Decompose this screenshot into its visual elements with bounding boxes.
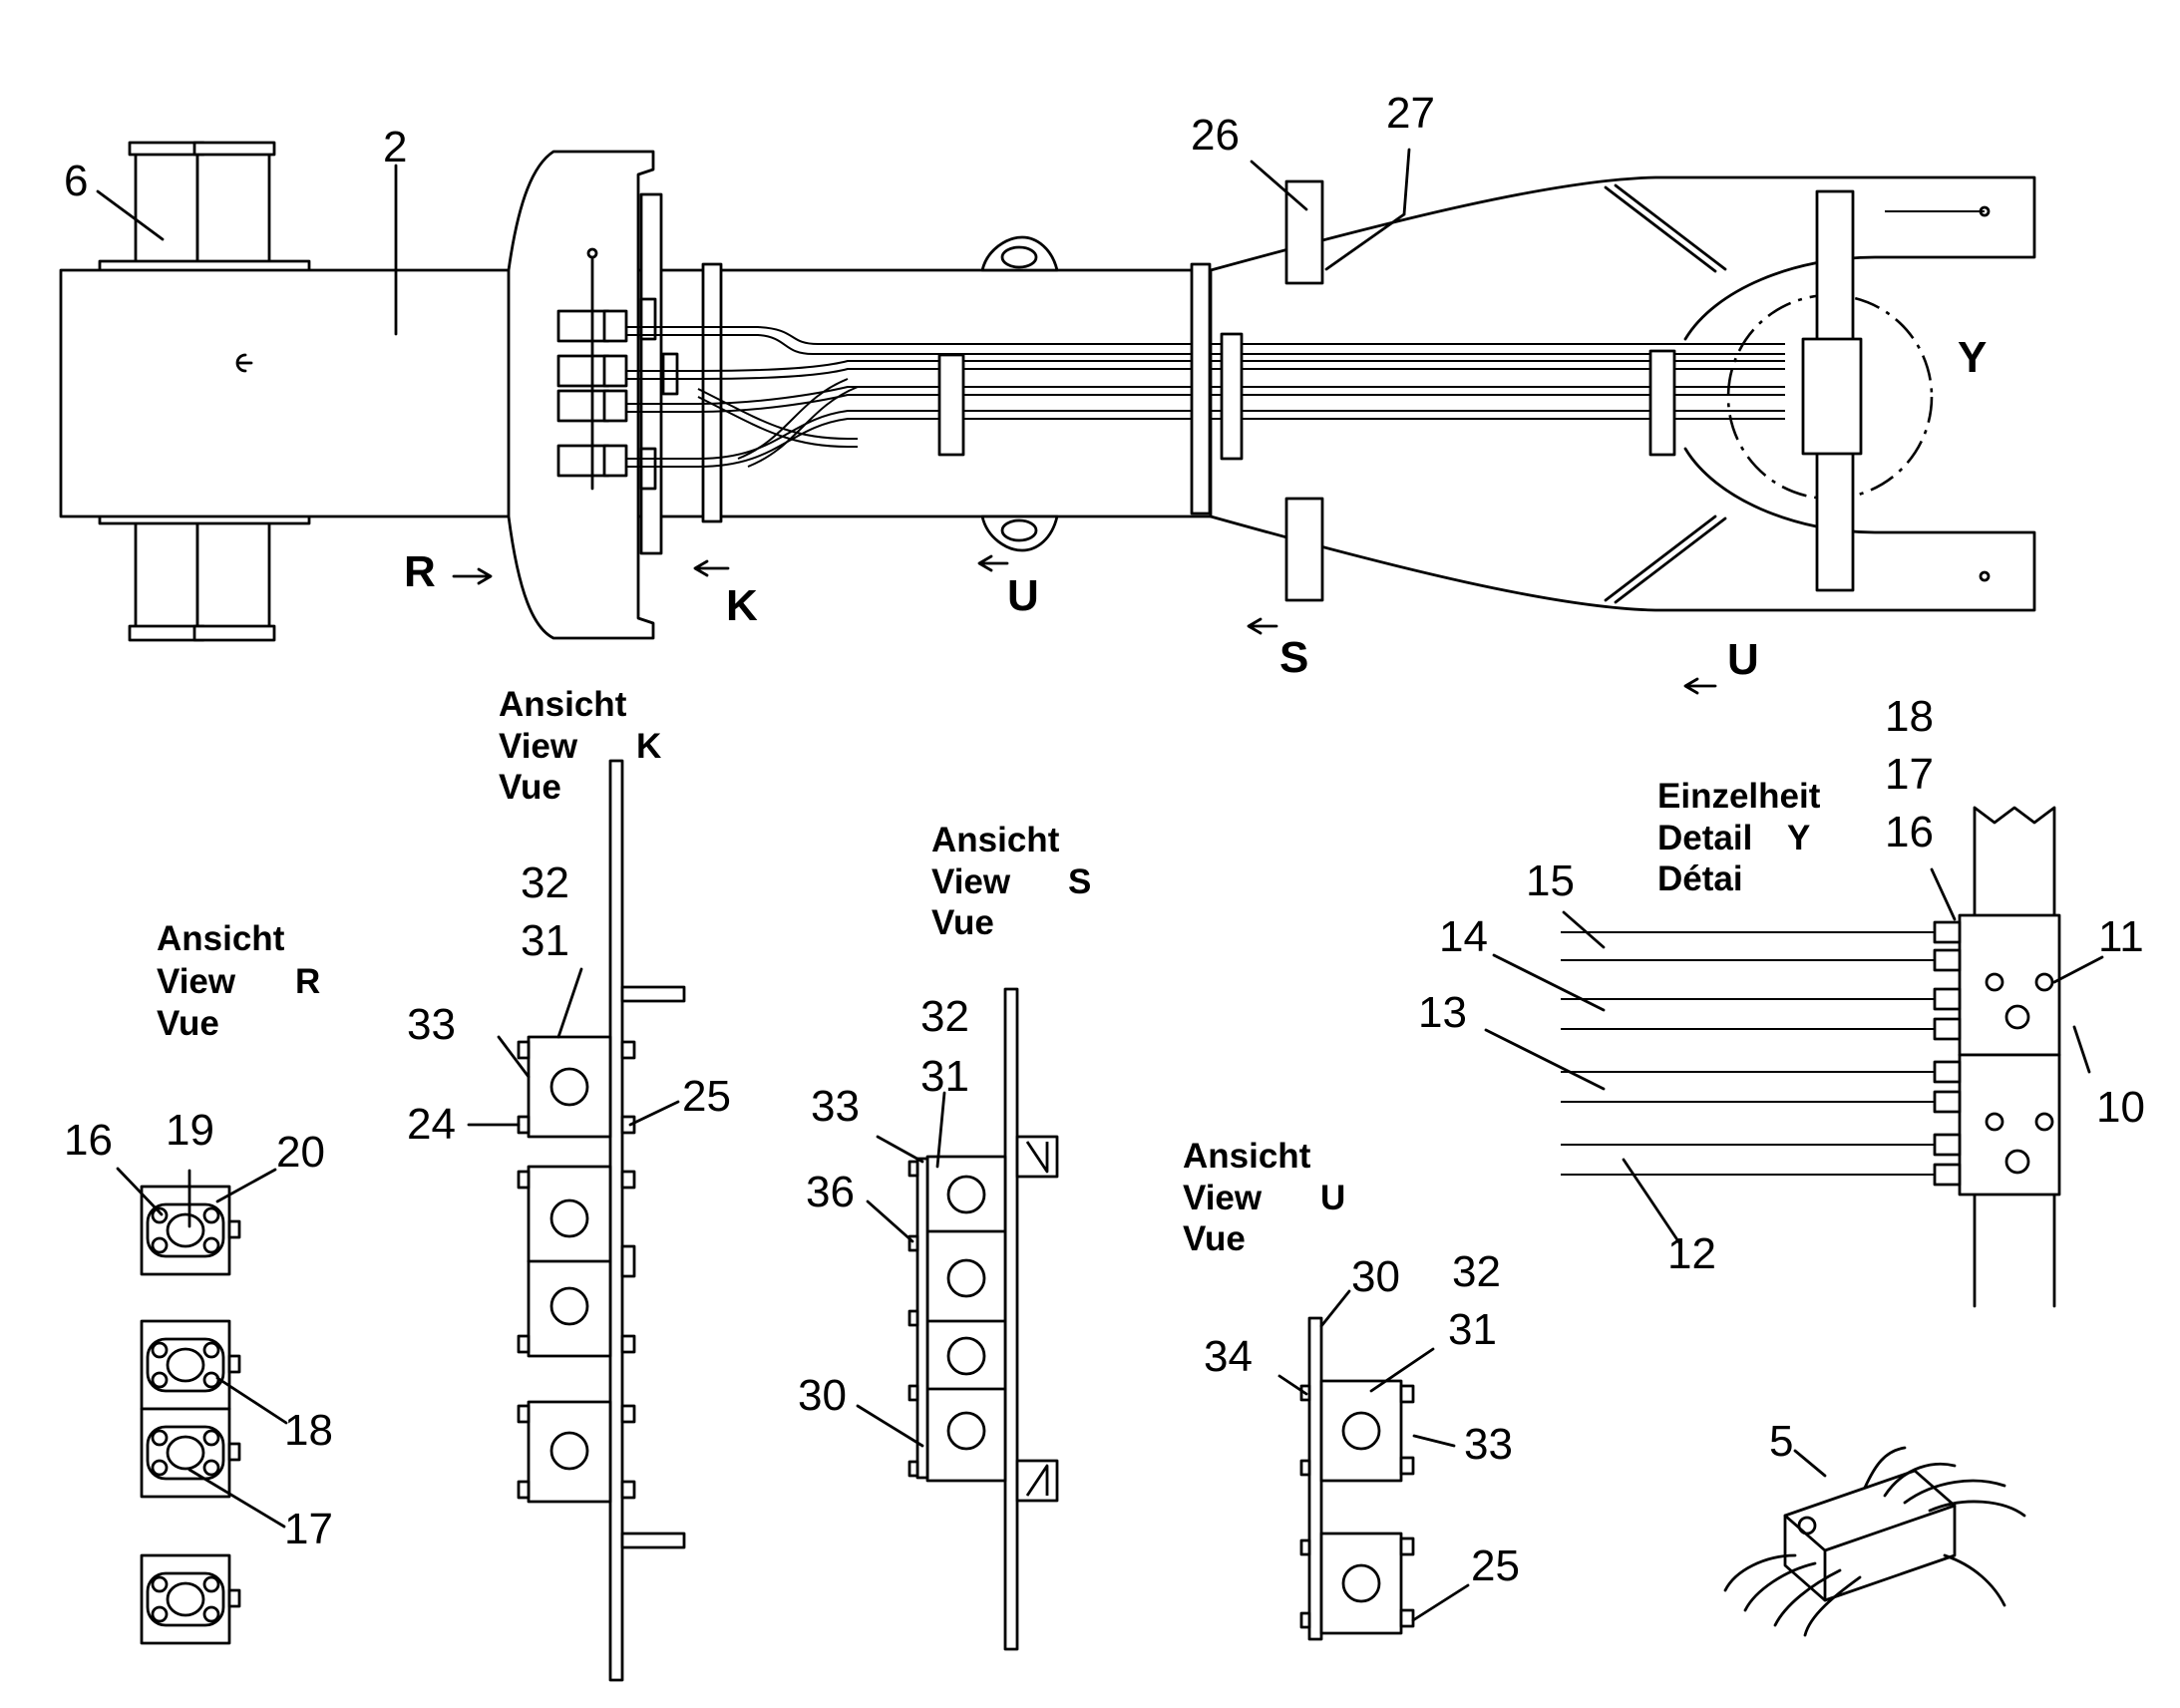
detail-y-heading-2: Detail (1657, 819, 1752, 857)
view-s-heading-2: View (931, 862, 1011, 901)
view-k-heading-3: Vue (499, 768, 561, 807)
callout-2: 2 (383, 123, 407, 171)
detail-y: Einzelheit Detail Détai Y (1418, 692, 2145, 1308)
view-letter-s: S (1279, 633, 1308, 682)
view-arrows (452, 554, 1717, 695)
view-letter-r: R (404, 547, 436, 596)
callout-31: 31 (920, 1052, 969, 1101)
clamp-stack-k (517, 1035, 636, 1504)
callout-33: 33 (1464, 1420, 1513, 1469)
callout-32: 32 (920, 992, 969, 1041)
hydraulic-lines (626, 326, 1785, 468)
callout-18: 18 (284, 1406, 333, 1455)
callout-30: 30 (1351, 1252, 1400, 1301)
flange-blocks (140, 1185, 241, 1645)
callout-27: 27 (1386, 89, 1435, 138)
view-k-heading-1: Ansicht (499, 685, 627, 724)
callout-32: 32 (1452, 1247, 1501, 1296)
cylinder-upper (98, 141, 311, 273)
callout-25: 25 (682, 1072, 731, 1121)
view-s: Ansicht View Vue S 32 31 33 (798, 821, 1091, 1651)
callout-32: 32 (521, 858, 569, 907)
view-r: Ansicht View Vue R (64, 919, 333, 1645)
view-letter-u2: U (1727, 635, 1759, 684)
cylinder-lower (98, 512, 311, 642)
view-r-letter: R (295, 962, 320, 1001)
callout-12: 12 (1667, 1229, 1716, 1278)
callout-10: 10 (2096, 1083, 2145, 1132)
clamp-stack-u (1299, 1379, 1415, 1635)
view-s-heading-1: Ansicht (931, 821, 1060, 859)
view-s-heading-3: Vue (931, 903, 994, 942)
callout-17: 17 (1885, 750, 1934, 799)
detail-y-letter: Y (1787, 819, 1810, 857)
callout-5: 5 (1769, 1417, 1793, 1466)
clamp-stack-s (908, 1155, 1007, 1483)
callout-24: 24 (407, 1100, 456, 1149)
view-r-heading-1: Ansicht (157, 919, 285, 958)
boom-top-view: 6 2 26 27 Y R K U S U (59, 89, 2036, 695)
callout-36: 36 (806, 1168, 855, 1216)
callout-26: 26 (1191, 111, 1240, 160)
callout-34: 34 (1204, 1332, 1253, 1381)
detail-y-heading-3: Détai (1657, 859, 1743, 898)
pipe-lines-detail (1561, 931, 1935, 1176)
callout-14: 14 (1439, 912, 1488, 961)
callout-15: 15 (1526, 856, 1575, 905)
callout-25: 25 (1471, 1541, 1520, 1590)
view-letter-u1: U (1007, 571, 1039, 620)
hoses (1723, 1446, 2026, 1637)
view-k-heading-2: View (499, 727, 578, 766)
view-u-letter: U (1320, 1179, 1345, 1217)
callout-30: 30 (798, 1371, 847, 1420)
view-u-heading-2: View (1183, 1179, 1263, 1217)
manifold-group-left (556, 247, 628, 491)
isometric-manifold: 5 (1723, 1417, 2026, 1637)
callout-31: 31 (521, 916, 569, 965)
hose-fittings (1933, 920, 1962, 1187)
detail-y-heading-1: Einzelheit (1657, 777, 1821, 816)
view-u-heading-3: Vue (1183, 1219, 1246, 1258)
callout-18: 18 (1885, 692, 1934, 741)
callout-19: 19 (166, 1106, 214, 1155)
view-k: Ansicht View Vue K (407, 685, 731, 1682)
callout-6: 6 (64, 157, 88, 205)
view-letter-y: Y (1958, 333, 1987, 382)
callout-16: 16 (64, 1116, 113, 1165)
view-u: Ansicht View Vue U 30 32 34 31 33 25 (1183, 1137, 1520, 1641)
callout-33: 33 (811, 1082, 860, 1131)
view-s-letter: S (1068, 862, 1091, 901)
view-r-heading-3: Vue (157, 1004, 219, 1043)
view-letter-k: K (726, 581, 758, 630)
callout-31: 31 (1448, 1305, 1497, 1354)
callout-33: 33 (407, 1000, 456, 1049)
view-k-letter: K (636, 727, 661, 766)
callout-16: 16 (1885, 808, 1934, 856)
callout-13: 13 (1418, 988, 1467, 1037)
callout-20: 20 (276, 1128, 325, 1177)
view-r-heading-2: View (157, 962, 236, 1001)
callout-17: 17 (284, 1505, 333, 1553)
view-u-heading-1: Ansicht (1183, 1137, 1311, 1176)
callout-11: 11 (2098, 912, 2144, 961)
